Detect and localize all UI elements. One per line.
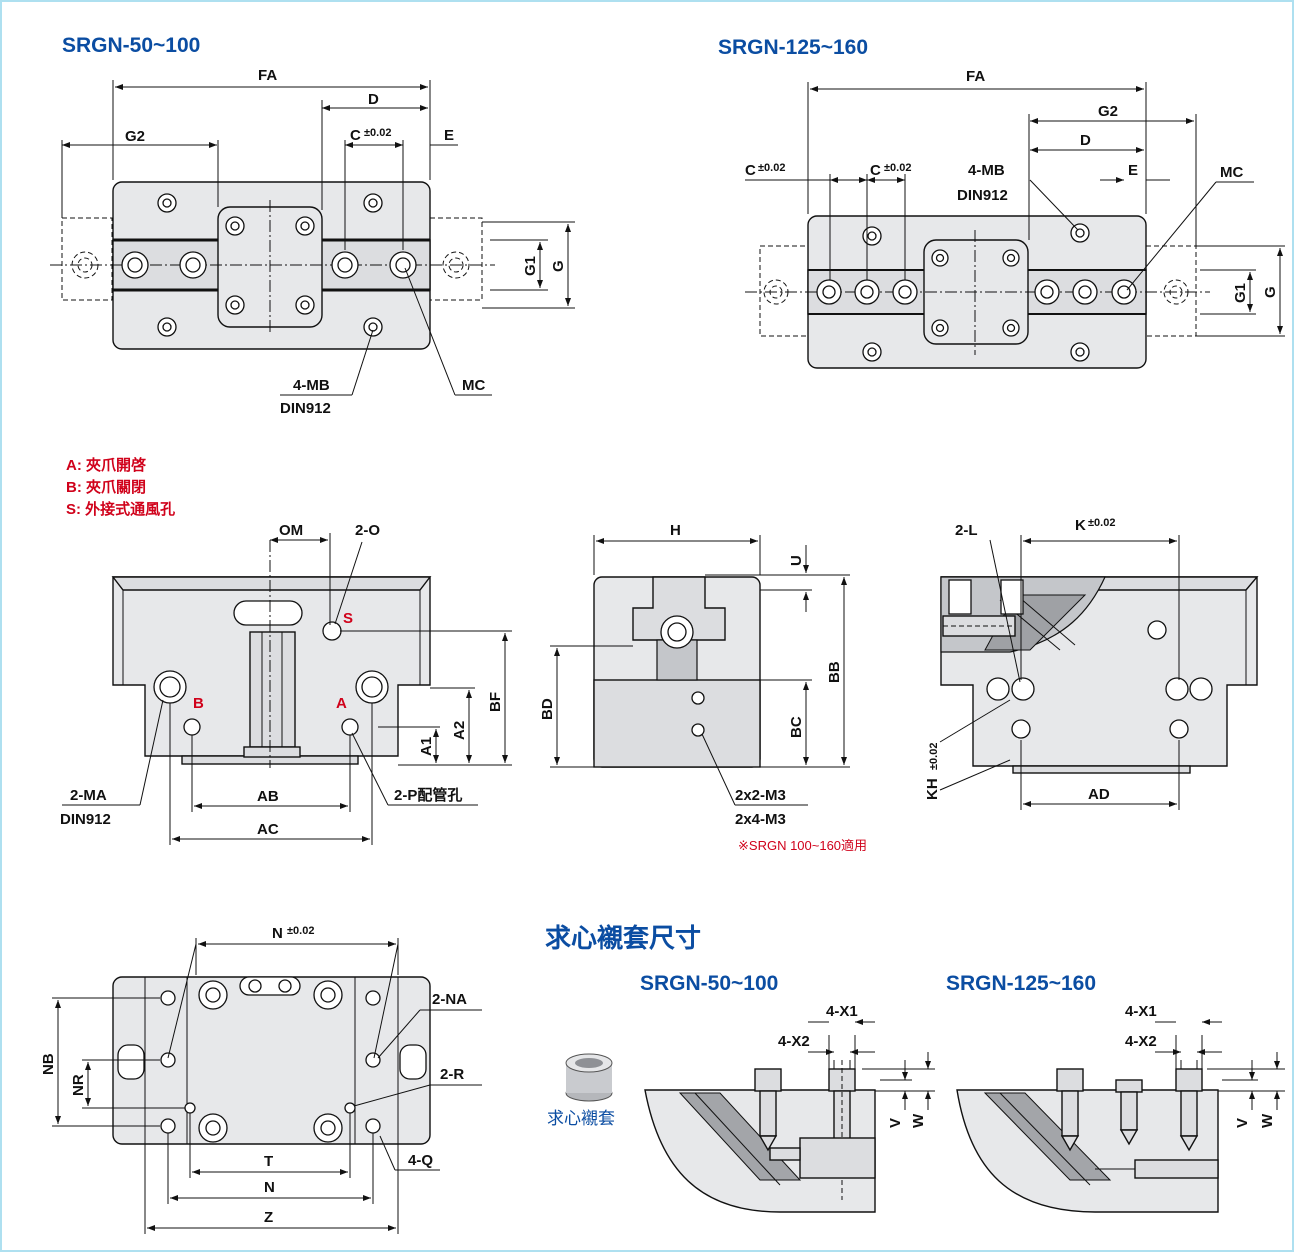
dim-g-large: G	[1262, 286, 1279, 298]
label-2-p: 2-P配管孔	[394, 786, 462, 804]
dim-n: N	[264, 1179, 275, 1196]
dim-fa: FA	[258, 67, 277, 84]
sleeve-caption: 求心襯套	[547, 1109, 615, 1128]
dim-nb: NB	[40, 1053, 57, 1075]
title-sleeve-large: SRGN-125~160	[946, 972, 1096, 995]
dim-bb: BB	[826, 661, 843, 683]
bolt-holes	[71, 193, 470, 337]
label-4-x1-large: 4-X1	[1125, 1003, 1157, 1020]
title-srgn-small: SRGN-50~100	[62, 34, 200, 57]
dim-ab: AB	[257, 788, 279, 805]
dim-ac: AC	[257, 821, 279, 838]
sleeve-detail-small: 4-X1 4-X2 V W	[644, 1003, 935, 1213]
tol-n: ±0.02	[287, 925, 314, 937]
dim-h: H	[670, 522, 681, 539]
port-legend: A: 夾爪開啓 B: 夾爪關閉 S: 外接式通風孔	[66, 456, 175, 518]
title-sleeve-small: SRGN-50~100	[640, 972, 778, 995]
dim-z: Z	[264, 1209, 273, 1226]
label-4-x1-small: 4-X1	[826, 1003, 858, 1020]
dim-nr: NR	[70, 1074, 87, 1096]
tol-c2: ±0.02	[884, 162, 911, 174]
dim-u: U	[788, 555, 805, 566]
legend-a: A: 夾爪開啓	[66, 456, 147, 474]
dim-d-large: D	[1080, 132, 1091, 149]
dim-t: T	[264, 1153, 273, 1170]
dim-k: K	[1075, 517, 1086, 534]
label-2-l: 2-L	[955, 522, 978, 539]
dim-w-small: W	[910, 1113, 927, 1128]
dim-g1-large: G1	[1232, 283, 1249, 303]
dim-g2: G2	[125, 128, 145, 145]
tol-c1: ±0.02	[758, 162, 785, 174]
label-din912-large: DIN912	[957, 187, 1008, 204]
dim-w-large: W	[1259, 1113, 1276, 1128]
dim-g: G	[550, 260, 567, 272]
bolt-holes-large	[763, 223, 1189, 362]
label-2-o: 2-O	[355, 522, 380, 539]
dim-n-top: N	[272, 925, 283, 942]
label-din912-front: DIN912	[60, 811, 111, 828]
dim-c2-large: C	[870, 162, 881, 179]
label-4-mb: 4-MB	[293, 377, 330, 394]
legend-b: B: 夾爪關閉	[66, 478, 146, 496]
side-view: H U BB BC BD 2x2-M3 2x4-M3 ※SRGN 100~160…	[539, 522, 867, 853]
label-2-r: 2-R	[440, 1066, 464, 1083]
label-din912: DIN912	[280, 400, 331, 417]
label-2x4-m3: 2x4-M3	[735, 811, 786, 828]
port-s: S	[343, 610, 353, 627]
label-2-ma: 2-MA	[70, 787, 107, 804]
label-4-x2-small: 4-X2	[778, 1033, 810, 1050]
note-srgn-100-160: ※SRGN 100~160適用	[738, 838, 867, 853]
port-b: B	[193, 695, 204, 712]
label-4-q: 4-Q	[408, 1152, 433, 1169]
dim-om: OM	[279, 522, 303, 539]
tol-c: ±0.02	[364, 127, 391, 139]
sleeve-section: 求心襯套尺寸 SRGN-50~100 SRGN-125~160 求心襯套	[545, 923, 1285, 1213]
dim-kh: KH	[924, 778, 941, 800]
title-srgn-large: SRGN-125~160	[718, 36, 868, 59]
dim-a2: A2	[451, 721, 468, 740]
dim-bc: BC	[788, 716, 805, 738]
title-sleeve-section: 求心襯套尺寸	[545, 923, 701, 953]
tol-kh: ±0.02	[928, 743, 940, 770]
label-mc: MC	[462, 377, 485, 394]
label-4-mb-large: 4-MB	[968, 162, 1005, 179]
label-4-x2-large: 4-X2	[1125, 1033, 1157, 1050]
port-a: A	[336, 695, 347, 712]
top-view-large: SRGN-125~160 F	[718, 36, 1285, 369]
section-view: K ±0.02 2-L AD KH ±0.02	[924, 517, 1259, 810]
dim-fa-large: FA	[966, 68, 985, 85]
dim-e-large: E	[1128, 162, 1138, 179]
dim-d: D	[368, 91, 379, 108]
bottom-view: N ±0.02 2-NA 2-R 4-Q NB NR T N Z	[40, 925, 482, 1234]
dim-c1-large: C	[745, 162, 756, 179]
front-view: S B A OM 2-O BF A2 A1 AB AC 2-MA DIN912 …	[60, 522, 512, 845]
top-view-small: SRGN-50~100	[50, 34, 575, 417]
dim-e: E	[444, 127, 454, 144]
dim-c: C	[350, 127, 361, 144]
dim-bd: BD	[539, 698, 556, 720]
sleeve-detail-large: 4-X1 4-X2 V W	[956, 1003, 1285, 1213]
label-2-na: 2-NA	[432, 991, 467, 1008]
label-2x2-m3: 2x2-M3	[735, 787, 786, 804]
dim-g2-large: G2	[1098, 103, 1118, 120]
tol-k: ±0.02	[1088, 517, 1115, 529]
dim-g1: G1	[522, 256, 539, 276]
dim-v-large: V	[1234, 1118, 1251, 1128]
label-mc-large: MC	[1220, 164, 1243, 181]
dim-v-small: V	[887, 1118, 904, 1128]
dim-ad: AD	[1088, 786, 1110, 803]
sleeve-icon	[565, 1053, 613, 1102]
legend-s: S: 外接式通風孔	[66, 500, 175, 518]
dim-bf: BF	[487, 692, 504, 712]
dim-a1: A1	[418, 737, 435, 756]
